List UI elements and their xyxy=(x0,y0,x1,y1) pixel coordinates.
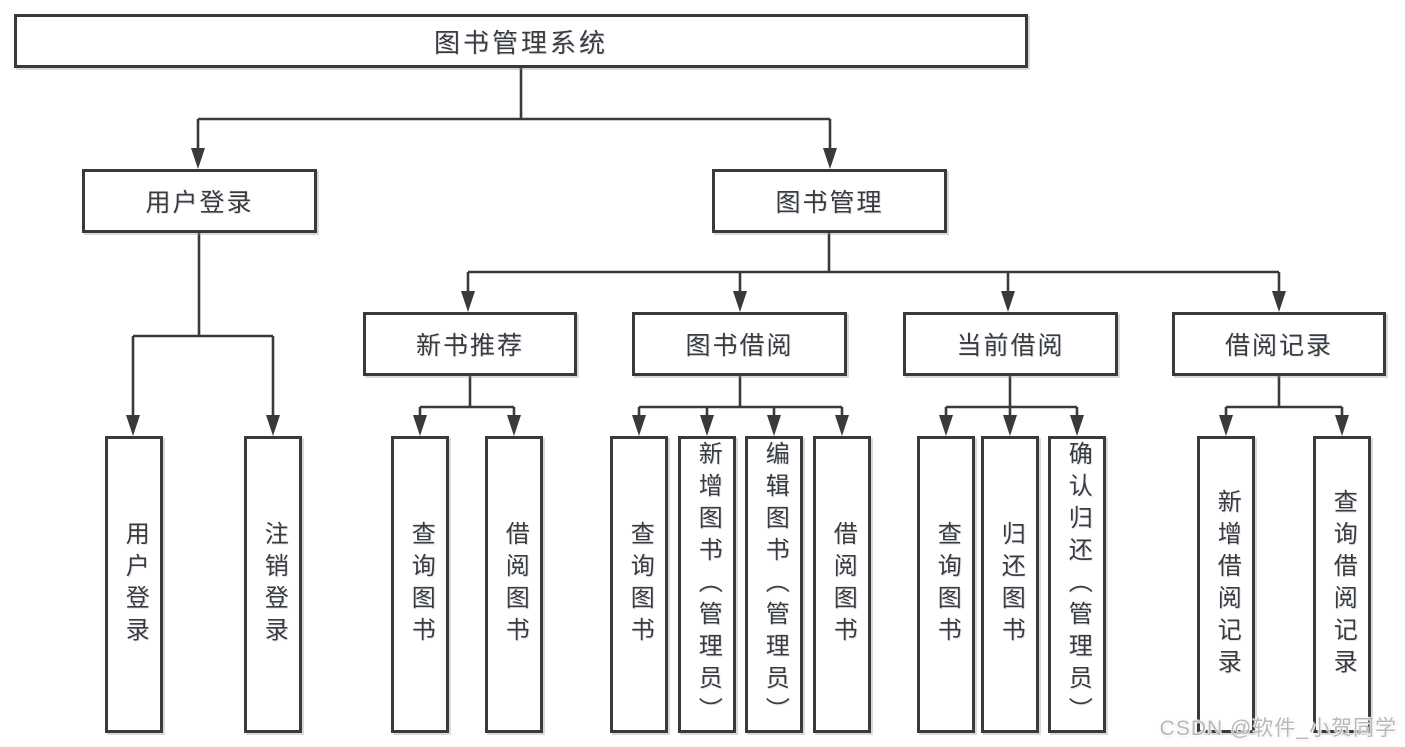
node-leaf-confirm-return-admin: 确认归还（管理员） xyxy=(1048,436,1106,733)
node-label: 确认归还（管理员） xyxy=(1064,440,1092,729)
node-label: 查询图书 xyxy=(626,520,654,649)
node-label: 查询图书 xyxy=(933,520,961,649)
node-current-borrowing: 当前借阅 xyxy=(903,312,1118,376)
node-label: 图书借阅 xyxy=(685,332,794,360)
node-label: 查询借阅记录 xyxy=(1329,488,1357,681)
node-book-management: 图书管理 xyxy=(712,169,947,233)
node-leaf-borrow-books-recommend: 借阅图书 xyxy=(485,436,543,733)
node-label: 新增借阅记录 xyxy=(1213,488,1241,681)
node-leaf-logout: 注销登录 xyxy=(244,436,302,733)
node-label: 用户登录 xyxy=(145,189,254,217)
node-label: 当前借阅 xyxy=(956,332,1065,360)
node-label: 借阅图书 xyxy=(501,520,529,649)
node-leaf-add-borrow-record: 新增借阅记录 xyxy=(1197,436,1255,733)
node-label: 归还图书 xyxy=(997,520,1025,649)
node-book-borrowing: 图书借阅 xyxy=(632,312,847,376)
node-label: 编辑图书（管理员） xyxy=(761,440,789,729)
node-label: 新增图书（管理员） xyxy=(694,440,722,729)
node-label: 图书管理 xyxy=(775,189,884,217)
csdn-watermark: CSDN @软件_小贺同学 xyxy=(1159,717,1397,740)
node-borrowing-records: 借阅记录 xyxy=(1172,312,1386,376)
node-leaf-return-books: 归还图书 xyxy=(981,436,1039,733)
node-label: 新书推荐 xyxy=(415,332,524,360)
node-library-management-system: 图书管理系统 xyxy=(14,14,1028,68)
node-leaf-borrow-books: 借阅图书 xyxy=(813,436,871,733)
node-leaf-query-books-recommend: 查询图书 xyxy=(391,436,449,733)
node-label: 用户登录 xyxy=(121,520,149,649)
node-label: 借阅图书 xyxy=(829,520,857,649)
node-leaf-query-borrow-record: 查询借阅记录 xyxy=(1313,436,1371,733)
node-leaf-add-books-admin: 新增图书（管理员） xyxy=(678,436,736,733)
node-leaf-query-books-current: 查询图书 xyxy=(917,436,975,733)
node-label: 图书管理系统 xyxy=(433,27,608,58)
node-leaf-query-books-borrowing: 查询图书 xyxy=(610,436,668,733)
node-label: 借阅记录 xyxy=(1224,332,1333,360)
node-user-login: 用户登录 xyxy=(82,169,317,233)
node-leaf-user-login: 用户登录 xyxy=(105,436,163,733)
node-new-book-recommendation: 新书推荐 xyxy=(363,312,577,376)
node-label: 注销登录 xyxy=(260,520,288,649)
node-leaf-edit-books-admin: 编辑图书（管理员） xyxy=(745,436,803,733)
node-label: 查询图书 xyxy=(407,520,435,649)
